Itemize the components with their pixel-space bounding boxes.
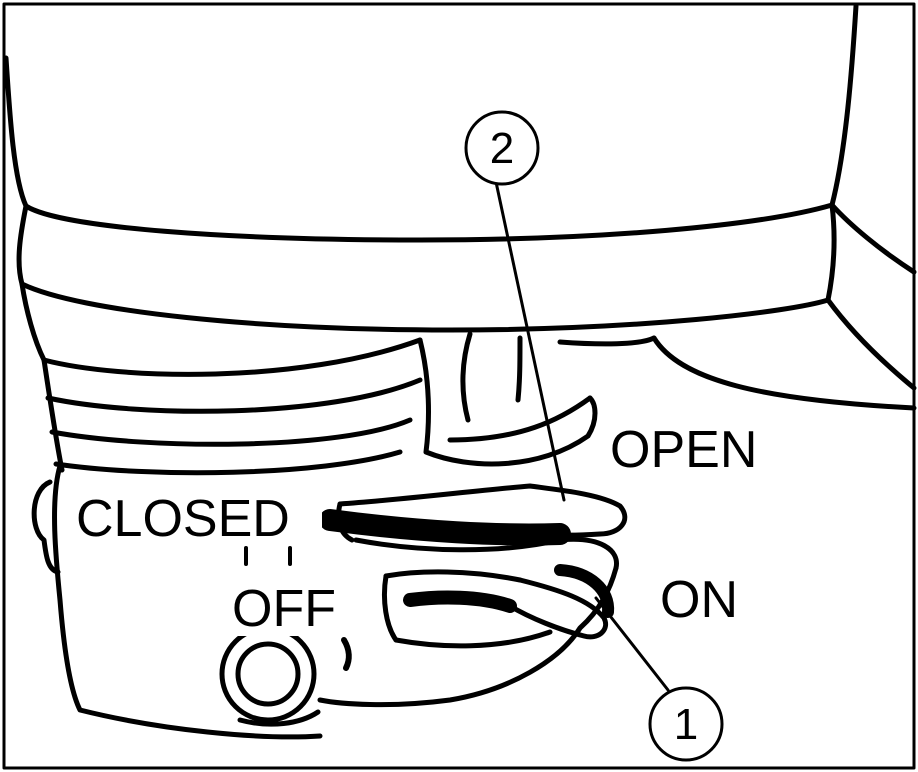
open-label: OPEN bbox=[610, 421, 757, 479]
off-label: OFF bbox=[232, 580, 336, 638]
cooling-fins bbox=[41, 337, 423, 476]
on-label: ON bbox=[660, 571, 738, 629]
callout-number-2: 2 bbox=[490, 124, 514, 173]
callout-number-1: 1 bbox=[674, 700, 698, 749]
left-tab bbox=[31, 479, 61, 575]
fuel-tank bbox=[3, 3, 917, 391]
closed-label-bg bbox=[72, 490, 322, 546]
callout-leaders bbox=[494, 180, 670, 692]
closed-label: CLOSED bbox=[76, 490, 290, 548]
fuel-valve bbox=[52, 463, 619, 740]
off-label-bg bbox=[226, 578, 350, 636]
engine-housing-right bbox=[460, 331, 917, 423]
drain-bolt bbox=[219, 625, 352, 727]
callout-circle-2 bbox=[464, 110, 540, 186]
callout-circle-1 bbox=[648, 686, 724, 762]
choke-lever bbox=[319, 337, 628, 546]
off-tick-marks bbox=[244, 546, 292, 566]
